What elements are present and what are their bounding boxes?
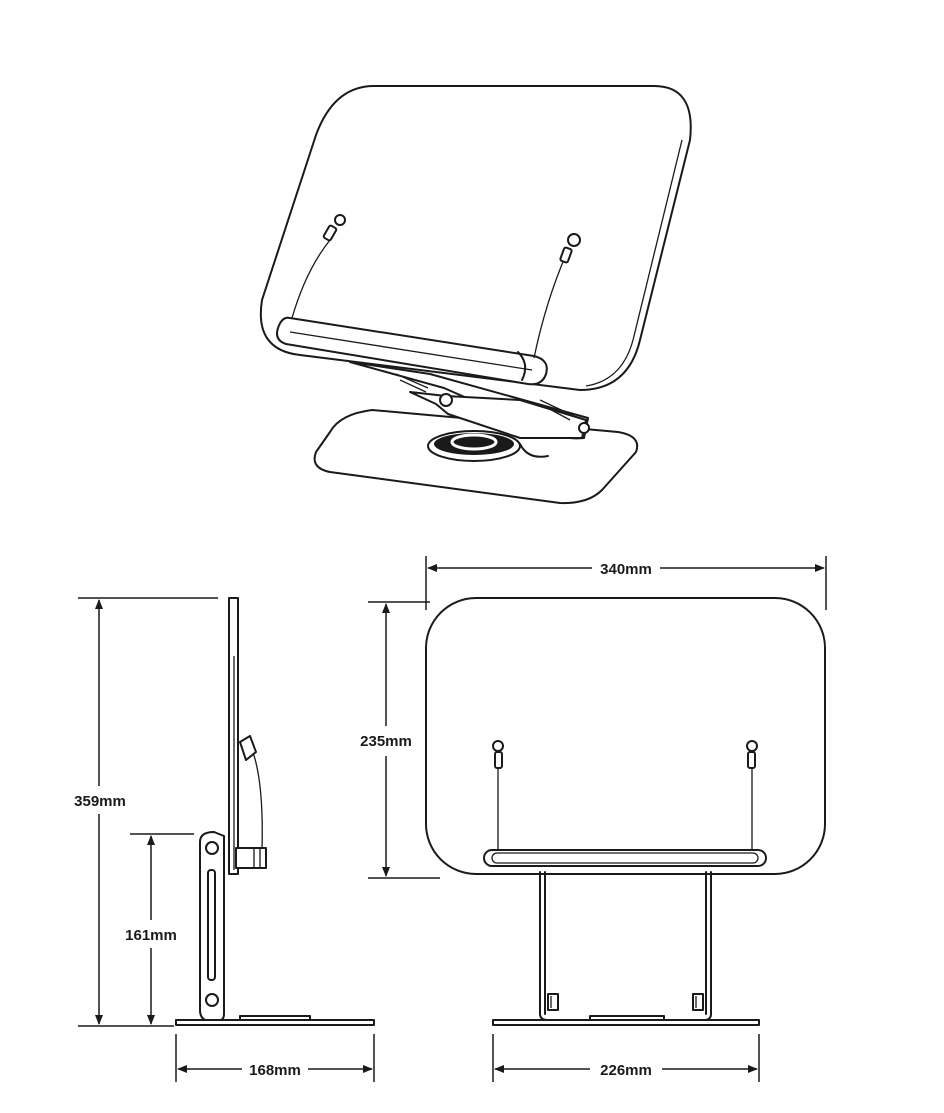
front-view-panel <box>425 597 826 875</box>
front-view <box>425 597 826 1026</box>
front-view-support-legs <box>539 871 712 1021</box>
dimension-label-359: 359mm <box>74 793 126 810</box>
dimension-label-161: 161mm <box>125 927 177 944</box>
dimension-base-width: 226mm <box>492 1034 760 1082</box>
dimension-panel-height: 235mm <box>360 601 440 879</box>
dimension-side-depth: 168mm <box>175 1034 375 1082</box>
dimension-label-340: 340mm <box>600 561 652 578</box>
dimension-width-top: 340mm <box>425 556 827 610</box>
dimension-total-height: 359mm <box>74 597 218 1027</box>
perspective-page-clips <box>291 214 581 359</box>
dimension-stand-height: 161mm <box>125 833 194 1025</box>
dimension-label-226: 226mm <box>600 1062 652 1079</box>
dimension-label-235: 235mm <box>360 733 412 750</box>
front-view-page-clips <box>492 740 758 850</box>
front-view-page-holder-bar <box>483 849 767 867</box>
side-view <box>175 597 375 1026</box>
dimension-label-168: 168mm <box>249 1062 301 1079</box>
perspective-view <box>259 85 692 505</box>
perspective-book-panel <box>259 85 692 391</box>
perspective-support-arms <box>349 361 590 440</box>
